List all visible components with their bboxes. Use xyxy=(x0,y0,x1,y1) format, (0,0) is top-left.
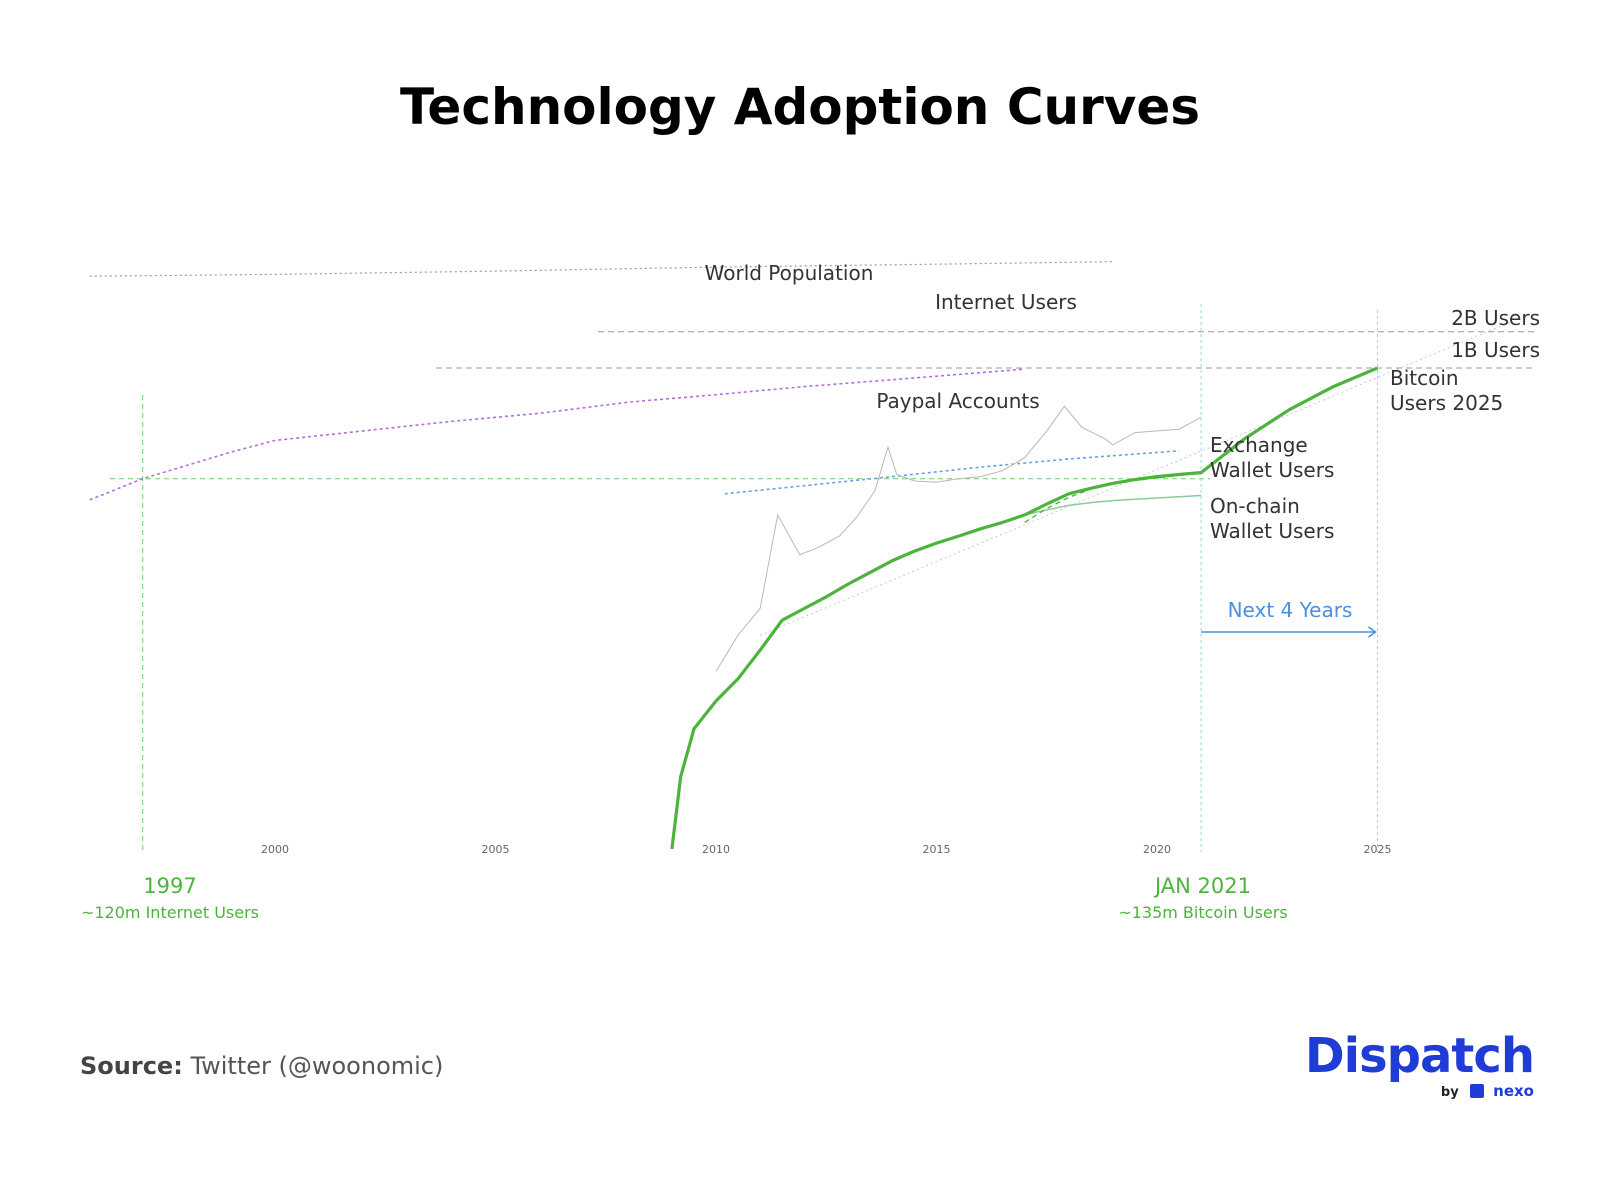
x-tick-label: 2015 xyxy=(923,843,951,856)
label-exchange-line1: Exchange xyxy=(1210,433,1308,457)
logo-by-text: by xyxy=(1440,1085,1459,1100)
logo-wordmark: Dispatch xyxy=(1304,1028,1535,1084)
series-internet-users xyxy=(89,368,1025,501)
x-tick-label: 2000 xyxy=(261,843,289,856)
annotation-jan-2021: JAN 2021 xyxy=(1153,874,1251,898)
source-text: Twitter (@woonomic) xyxy=(190,1052,444,1080)
series-on-chain-wallet-users xyxy=(1024,494,1202,516)
label-bitcoin-2025-line2: Users 2025 xyxy=(1390,391,1503,415)
series-bitcoin-price xyxy=(715,405,1202,672)
series-paypal-accounts xyxy=(724,450,1180,495)
source-label: Source: xyxy=(80,1052,183,1080)
label-exchange-line2: Wallet Users xyxy=(1210,458,1334,482)
series-bitcoin-users-2025 xyxy=(670,366,1379,850)
label-1b-users: 1B Users xyxy=(1451,338,1540,362)
x-tick-label: 2020 xyxy=(1143,843,1171,856)
annotation-1997-sub: ~120m Internet Users xyxy=(81,903,259,922)
x-tick-label: 2005 xyxy=(482,843,510,856)
label-world-population: World Population xyxy=(705,261,874,285)
x-tick-label: 2025 xyxy=(1364,843,1392,856)
label-paypal: Paypal Accounts xyxy=(876,389,1039,413)
nexo-icon xyxy=(1469,1084,1484,1098)
annotation-jan-2021-sub: ~135m Bitcoin Users xyxy=(1118,903,1287,922)
logo-brand: nexo xyxy=(1493,1082,1534,1100)
label-onchain-line1: On-chain xyxy=(1210,494,1300,518)
logo-byline: by nexo xyxy=(1441,1082,1534,1100)
label-next-years: Next 4 Years xyxy=(1228,598,1353,622)
next-years-arrowhead xyxy=(1368,626,1377,638)
x-tick-label: 2010 xyxy=(702,843,730,856)
series-world-population xyxy=(89,261,1113,277)
label-2b-users: 2B Users xyxy=(1451,306,1540,330)
label-internet-users: Internet Users xyxy=(935,290,1077,314)
label-onchain-line2: Wallet Users xyxy=(1210,519,1334,543)
dispatch-logo: Dispatch by nexo xyxy=(1304,1028,1535,1100)
page-title: Technology Adoption Curves xyxy=(399,78,1201,136)
source-note: Source: Twitter (@woonomic) xyxy=(80,1052,443,1080)
annotation-1997: 1997 xyxy=(143,874,196,898)
label-bitcoin-2025-line1: Bitcoin xyxy=(1390,366,1459,390)
